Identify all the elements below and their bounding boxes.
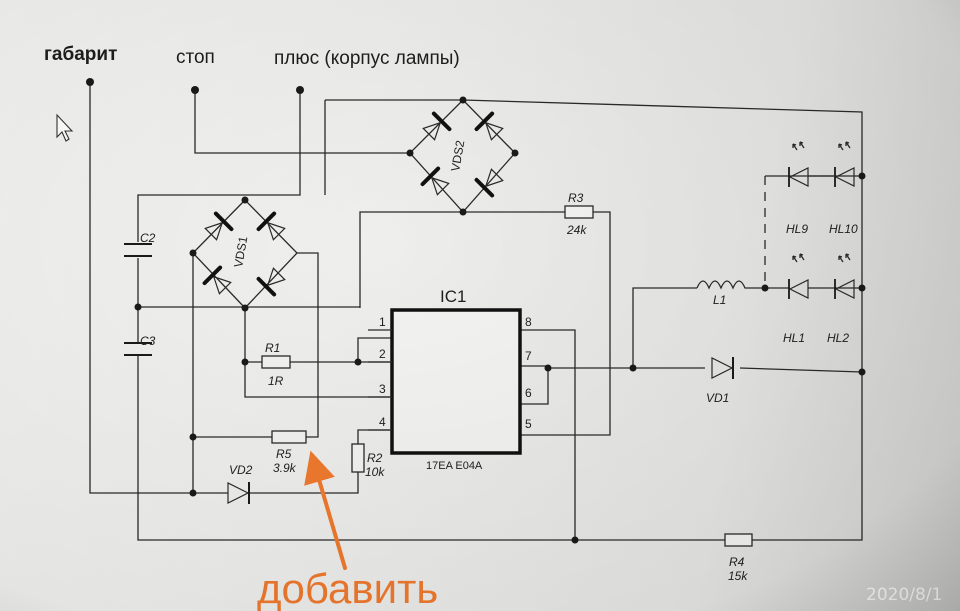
led-hl1 xyxy=(788,253,809,299)
diode-vd2 xyxy=(227,482,250,504)
resistor-r3 xyxy=(564,205,594,219)
annotation-text: добавить xyxy=(257,565,438,611)
label-vds1: VDS1 xyxy=(231,235,250,269)
label-hl10: HL10 xyxy=(829,222,858,236)
label-r2: R2 xyxy=(367,451,383,465)
diode-vd1 xyxy=(711,357,734,379)
label-c3: C3 xyxy=(140,334,156,348)
label-r2-value: 10k xyxy=(365,465,385,479)
ic-pin-1: 1 xyxy=(379,315,386,329)
ic-pin-2: 2 xyxy=(379,347,386,361)
ic-pin-6: 6 xyxy=(525,386,532,400)
ic-chip xyxy=(390,308,522,455)
junctions xyxy=(86,78,866,544)
label-vds2: VDS2 xyxy=(448,139,467,173)
ic-pin-3: 3 xyxy=(379,382,386,396)
label-r1: R1 xyxy=(265,341,280,355)
resistor-r2 xyxy=(351,443,365,473)
led-hl10 xyxy=(834,141,855,187)
label-l1: L1 xyxy=(713,293,726,307)
label-plus: плюс (корпус лампы) xyxy=(274,48,460,69)
resistor-r5 xyxy=(271,430,307,444)
resistor-r1 xyxy=(261,355,291,369)
photo-timestamp: 2020/8/1 xyxy=(866,585,942,605)
label-ic-name: IC1 xyxy=(440,287,466,306)
label-vd2: VD2 xyxy=(229,463,253,477)
led-hl9 xyxy=(788,141,809,187)
resistor-r4 xyxy=(724,533,753,547)
mouse-cursor-icon xyxy=(56,113,74,142)
diode-bridge-vds1 xyxy=(202,211,286,297)
label-c2: C2 xyxy=(140,231,156,245)
capacitor-c2 xyxy=(124,243,152,257)
label-r1-value: 1R xyxy=(268,374,284,388)
label-hl9: HL9 xyxy=(786,222,808,236)
annotation-arrow xyxy=(304,450,347,570)
ic-pin-8: 8 xyxy=(525,315,532,329)
label-ic-part: 17EA E04A xyxy=(426,460,483,472)
label-hl1: HL1 xyxy=(783,331,805,345)
ic-pin-4: 4 xyxy=(379,415,386,429)
label-r4-value: 15k xyxy=(728,569,748,583)
led-hl2 xyxy=(834,253,855,299)
label-r3-value: 24k xyxy=(566,223,587,237)
label-r5: R5 xyxy=(276,447,292,461)
label-r5-value: 3.9k xyxy=(273,461,297,475)
label-r4: R4 xyxy=(729,555,745,569)
diode-bridge-vds2 xyxy=(420,111,504,198)
ic-pin-5: 5 xyxy=(525,417,532,431)
label-hl2: HL2 xyxy=(827,331,849,345)
ic-pin-7: 7 xyxy=(525,349,532,363)
label-gabarit: габарит xyxy=(44,44,117,65)
label-r3: R3 xyxy=(568,191,584,205)
inductor-l1 xyxy=(696,280,748,290)
label-stop: стоп xyxy=(176,47,215,68)
capacitor-c3 xyxy=(124,342,152,356)
label-vd1: VD1 xyxy=(706,391,729,405)
